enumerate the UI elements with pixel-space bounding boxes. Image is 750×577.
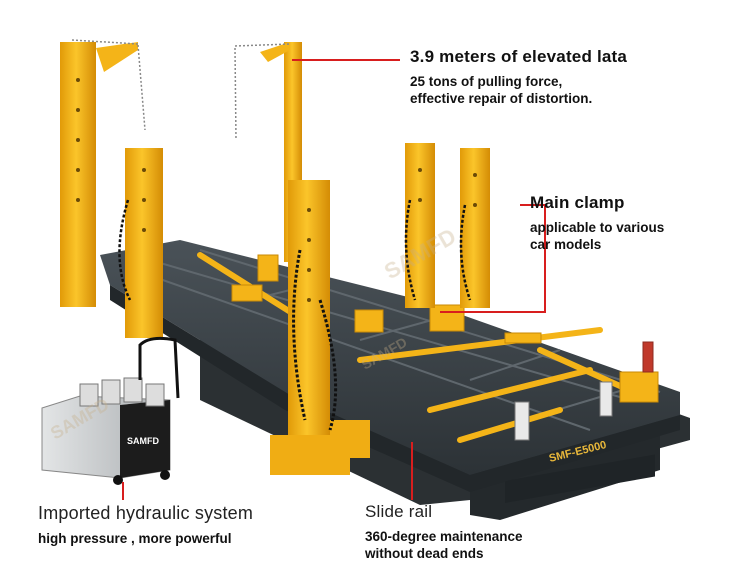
callout-title: 3.9 meters of elevated lata (410, 47, 628, 66)
hydraulic-pump-unit: SAMFD (41, 336, 180, 485)
callout-main-clamp: Main clamp applicable to various car mod… (530, 193, 664, 253)
callout-description: 360-degree maintenance without dead ends (365, 528, 523, 562)
callout-elevated-lata: 3.9 meters of elevated lata 25 tons of p… (410, 47, 627, 107)
callout-line: without dead ends (365, 546, 484, 561)
tower-left-front (118, 148, 163, 338)
callout-line: 360-degree maintenance (365, 529, 523, 544)
callout-description: high pressure , more powerful (38, 530, 253, 547)
callout-title: Imported hydraulic system (38, 503, 254, 523)
tower-front (270, 180, 370, 475)
callout-title: Main clamp (530, 193, 625, 212)
callout-slide-rail: Slide rail 360-degree maintenance withou… (365, 502, 523, 562)
tower-right-pair (404, 143, 490, 308)
main-clamps (231, 254, 659, 441)
callout-line: applicable to various (530, 220, 665, 235)
callout-line: effective repair of distortion. (410, 91, 593, 106)
callout-line: high pressure , more powerful (38, 531, 232, 546)
tower-left-rear (60, 39, 146, 307)
tower-holes (76, 78, 477, 302)
callout-description: 25 tons of pulling force, effective repa… (410, 73, 627, 107)
callout-leader-lines (122, 59, 546, 500)
pump-brand-label: SAMFD (127, 436, 159, 446)
callout-description: applicable to various car models (530, 219, 664, 253)
callout-hydraulic-system: Imported hydraulic system high pressure … (38, 503, 253, 547)
callout-line: 25 tons of pulling force, (410, 74, 563, 89)
callout-line: car models (530, 237, 602, 252)
callout-title: Slide rail (365, 502, 433, 521)
